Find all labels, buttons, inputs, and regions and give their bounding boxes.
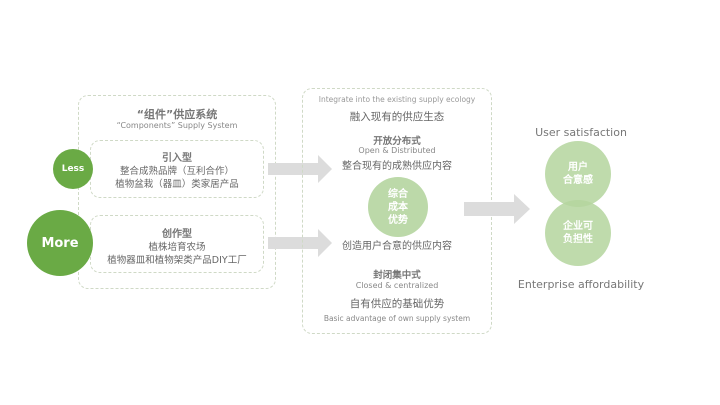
open-title: 开放分布式: [373, 136, 421, 147]
affordability-circle: 企业可 负担性: [545, 200, 611, 266]
open-desc: 整合现有的成熟供应内容: [342, 161, 452, 172]
more-label: More: [41, 235, 79, 251]
user-satisfaction-label: User satisfaction: [535, 126, 627, 139]
type-line: 植物器皿和植物架类产品DIY工厂: [107, 255, 247, 266]
type-line: 整合成熟品牌（互利合作）: [119, 166, 234, 177]
arrow-right-icon: [464, 194, 530, 224]
components-supply-panel: [78, 95, 276, 289]
enterprise-affordability-label: Enterprise affordability: [517, 278, 645, 291]
circle-line: 合意感: [563, 175, 593, 186]
type-line: 植物盆栽（器皿）类家居产品: [115, 179, 239, 190]
closed-desc: 自有供应的基础优势: [349, 298, 445, 310]
circle-line: 综合: [388, 188, 408, 200]
arrow-right-icon: [268, 155, 332, 183]
user-satisfaction-circle: 用户 合意感: [545, 141, 611, 207]
circle-line: 用户: [568, 162, 588, 173]
closed-title: 封闭集中式: [373, 270, 421, 281]
open-en: Open & Distributed: [358, 146, 436, 155]
header-cn: 融入现有的供应生态: [349, 111, 445, 123]
circle-line: 优势: [388, 214, 408, 226]
header-en: Integrate into the existing supply ecolo…: [318, 95, 476, 104]
type-title: 创作型: [162, 229, 192, 240]
less-label: Less: [61, 164, 85, 174]
less-circle: Less: [53, 149, 93, 189]
create-desc: 创造用户合意的供应内容: [342, 241, 452, 252]
type-title: 引入型: [162, 153, 192, 164]
more-circle: More: [27, 210, 93, 276]
closed-en: Closed & centralized: [355, 281, 439, 290]
panel-subtitle: “Components” Supply System: [116, 121, 238, 130]
arrow-right-icon: [268, 229, 332, 257]
closed-desc-en: Basic advantage of own supply system: [323, 314, 471, 323]
cost-advantage-circle: 综合 成本 优势: [368, 177, 428, 237]
circle-line: 负担性: [563, 234, 593, 245]
panel-title: “组件”供应系统: [136, 108, 218, 121]
circle-line: 成本: [388, 201, 408, 213]
type-line: 植株培育农场: [148, 242, 206, 253]
circle-line: 企业可: [563, 221, 593, 232]
